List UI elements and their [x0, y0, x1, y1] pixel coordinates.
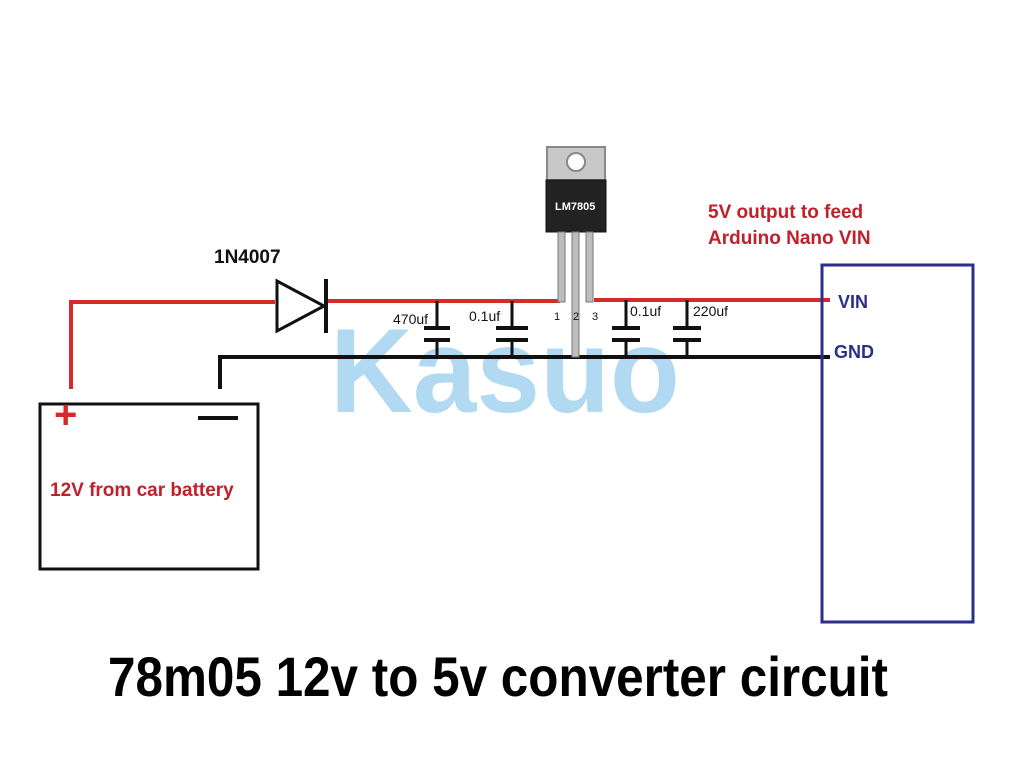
diode-1n4007 [275, 278, 328, 334]
battery-box [38, 402, 260, 571]
diode-triangle [275, 278, 328, 334]
capacitor-0-1uf-output [612, 300, 640, 357]
diode-label: 1N4007 [214, 247, 281, 268]
pin-3-label: 3 [592, 311, 598, 323]
pin-2-label: 2 [573, 311, 579, 323]
capacitor-220uf [673, 300, 701, 357]
regulator-lm7805 [545, 146, 607, 358]
regulator-pin-2 [571, 231, 580, 358]
regulator-mount-hole [566, 152, 586, 172]
capacitor-0-1uf-input [496, 301, 528, 357]
regulator-pin-1 [557, 231, 566, 303]
battery-label: 12V from car battery [50, 480, 234, 501]
battery-plus-sign: + [54, 393, 77, 437]
arduino-connector-box [820, 263, 975, 624]
capacitor-0-1uf-output-label: 0.1uf [630, 303, 661, 319]
output-note-line-1: 5V output to feed [708, 202, 863, 223]
capacitor-0-1uf-input-label: 0.1uf [469, 308, 500, 324]
regulator-pin-3 [585, 231, 594, 303]
output-note-line-2: Arduino Nano VIN [708, 228, 871, 249]
diagram-title: 78m05 12v to 5v converter circuit [108, 645, 888, 708]
capacitor-470uf-label: 470uf [393, 311, 428, 327]
vin-label: VIN [838, 292, 868, 312]
pin-1-label: 1 [554, 311, 560, 323]
regulator-body [545, 179, 607, 233]
capacitor-470uf [424, 301, 450, 357]
gnd-label: GND [834, 342, 874, 362]
capacitor-220uf-label: 220uf [693, 303, 728, 319]
regulator-label: LM7805 [555, 201, 595, 213]
positive-wire-battery [69, 300, 275, 389]
